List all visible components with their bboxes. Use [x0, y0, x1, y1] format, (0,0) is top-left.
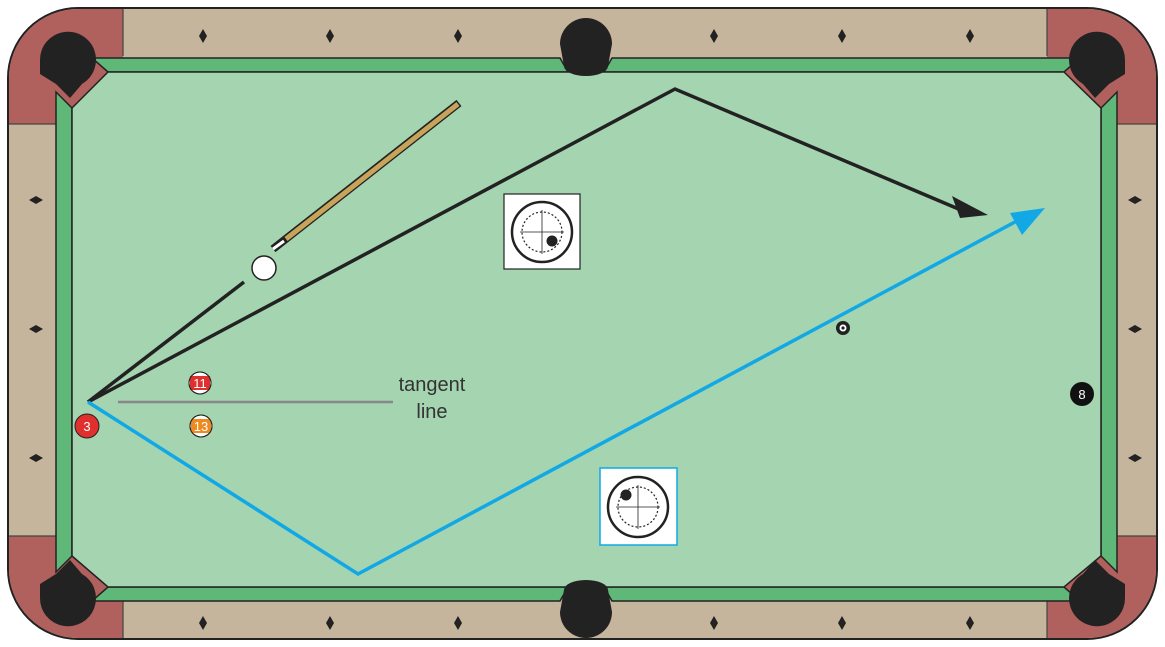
ball-8: 8: [1070, 382, 1094, 406]
pocket-top-middle: [560, 18, 612, 76]
cushion-top-right: [604, 58, 1080, 72]
cushion-right: [1101, 92, 1117, 572]
tangent-label-line1: tangent: [399, 374, 466, 396]
cushion-left: [56, 92, 72, 572]
target-marker-icon: [836, 321, 850, 335]
cue-ball-icon: [252, 256, 276, 280]
ball-3-number: 3: [83, 419, 90, 434]
ball-13-number: 13: [194, 419, 208, 434]
ball-11-number: 11: [193, 376, 207, 391]
cushion-bottom-left: [92, 587, 568, 601]
cushion-bottom-right: [604, 587, 1080, 601]
ball-3: 3: [75, 414, 99, 438]
ball-13: 13: [190, 415, 212, 437]
spin-diagram-icon: [600, 468, 677, 545]
pocket-bottom-middle: [560, 580, 612, 638]
tangent-label-line2: line: [416, 401, 447, 423]
cushion-top-left: [92, 58, 568, 72]
ball-11: 11: [189, 372, 211, 394]
spin-diagram-icon: [504, 194, 580, 269]
ball-8-number: 8: [1078, 387, 1085, 402]
